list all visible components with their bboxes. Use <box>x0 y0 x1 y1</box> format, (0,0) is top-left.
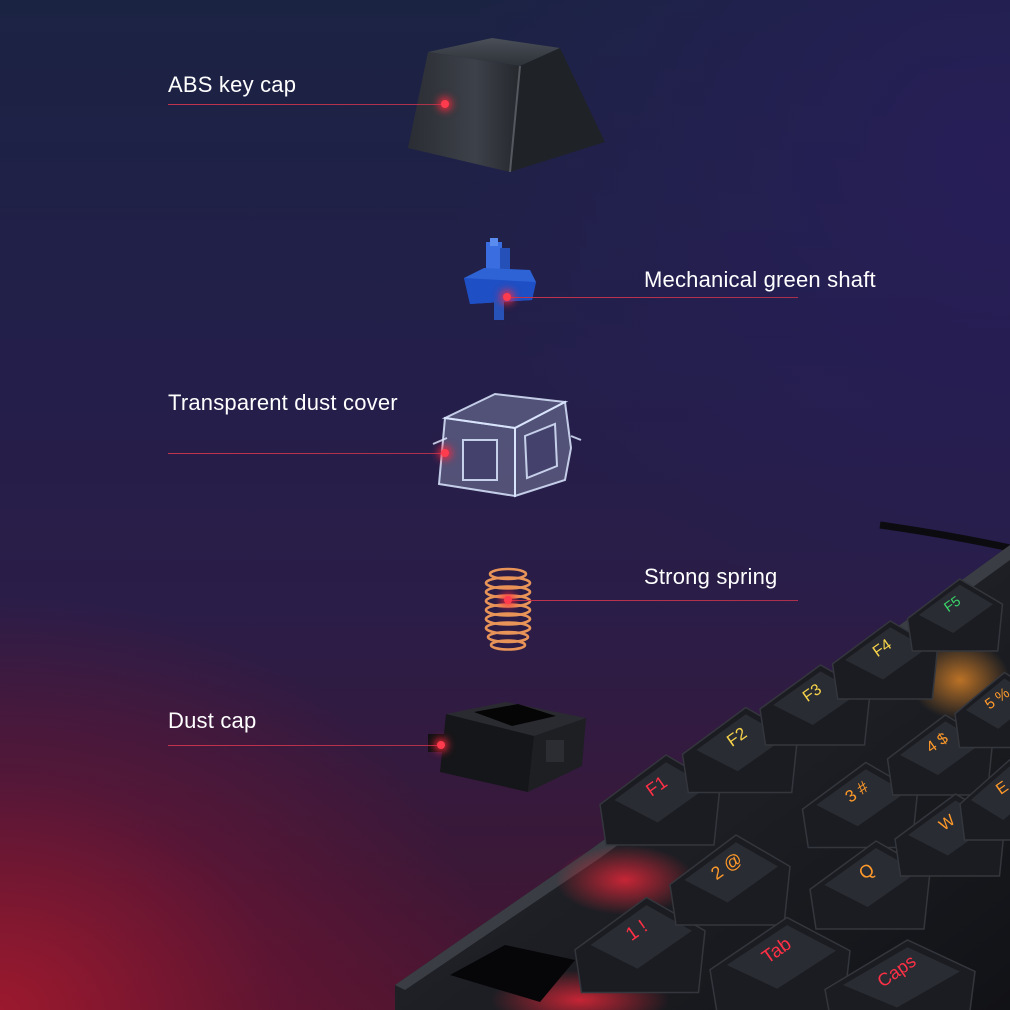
keycap-top <box>824 848 918 907</box>
spring-callout-dot <box>504 596 512 604</box>
abs-keycap-callout-dot <box>441 100 449 108</box>
dust-cover-callout-dot <box>441 449 449 457</box>
keycap: 2 @ <box>669 834 791 926</box>
transparent-dust-cover-label: Transparent dust cover <box>168 390 398 415</box>
keycap-top <box>726 925 836 989</box>
abs-keycap-label: ABS key cap <box>168 72 297 97</box>
spring-leader-line <box>508 600 798 601</box>
keycap-top <box>965 678 1010 729</box>
keycap: 1 ! <box>574 896 706 994</box>
keycap-top <box>845 627 927 680</box>
mechanical-shaft-label: Mechanical green shaft <box>644 267 876 292</box>
keycap: 5 % <box>954 671 1010 749</box>
shaft-callout-dot <box>503 293 511 301</box>
abs-keycap-image <box>408 38 605 173</box>
key-legend: F5 <box>941 592 964 615</box>
keycap: Tab <box>709 916 851 1010</box>
dust-cap-label: Dust cap <box>168 708 257 733</box>
keycap-top <box>970 766 1010 820</box>
shaft-leader-line <box>506 297 798 298</box>
dust-cap-image <box>428 702 586 792</box>
dust-cap-leader-line <box>168 745 440 746</box>
keycap: F5 <box>906 578 1004 652</box>
strong-spring-image <box>484 567 532 651</box>
dust-cap-callout-dot <box>437 741 445 749</box>
dust-cover-leader-line <box>168 453 444 454</box>
strong-spring-label: Strong spring <box>644 564 778 589</box>
transparent-dust-cover-image <box>432 392 582 498</box>
keycap-top <box>614 762 708 823</box>
keycap-top <box>843 947 960 1008</box>
keycap: 3 # <box>801 761 919 849</box>
keycap: E <box>959 759 1010 841</box>
keycap-top <box>918 584 993 633</box>
keycap-top <box>590 905 692 969</box>
keycap: Caps <box>824 939 976 1010</box>
keycap-top <box>684 842 778 903</box>
keycap-top <box>816 769 906 827</box>
abs-keycap-leader-line <box>168 104 444 105</box>
